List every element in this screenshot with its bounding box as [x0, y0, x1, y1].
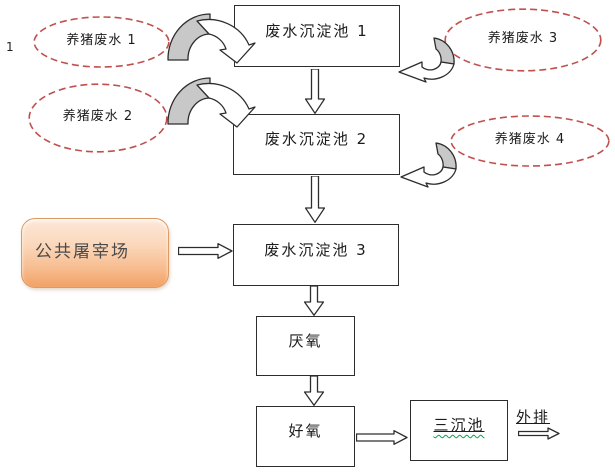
- node-label: 废水沉淀池 1: [265, 21, 369, 40]
- node-tank1: 废水沉淀池 1: [234, 5, 400, 67]
- node-label: 公共屠宰场: [35, 241, 130, 262]
- node-label: 废水沉淀池 2: [264, 130, 369, 148]
- outflow-group: 外排: [516, 406, 564, 427]
- node-label: 三沉池: [433, 416, 485, 434]
- source-node-pig-wastewater-4: 养猪废水 4: [450, 115, 610, 167]
- node-tank2: 废水沉淀池 2: [233, 114, 400, 175]
- outflow-label: 外排: [516, 408, 551, 426]
- dashed-ellipse-outline: [28, 83, 168, 153]
- flow-arrow-tank3-to-anaerobic: [304, 286, 324, 316]
- node-third-tank: 三沉池: [410, 400, 508, 461]
- node-anaerobic: 厌氧: [256, 316, 355, 376]
- dashed-ellipse-outline: [450, 115, 610, 167]
- source-node-pig-wastewater-2: 养猪废水 2: [28, 83, 168, 153]
- node-tank3: 废水沉淀池 3: [233, 224, 399, 286]
- flow-arrow-aerobic-to-third-tank: [356, 430, 408, 445]
- source-label: 养猪废水 1: [66, 32, 137, 48]
- source-node-pig-wastewater-1: 养猪废水 1: [33, 16, 170, 68]
- curved-arrow-source4-to-tank2: [400, 142, 457, 188]
- source-label: 养猪废水 3: [487, 30, 559, 46]
- source-node-pig-wastewater-3: 养猪废水 3: [444, 8, 602, 72]
- flow-arrow-discharge: [518, 427, 560, 440]
- source-label: 养猪废水 2: [62, 108, 134, 124]
- node-label: 好氧: [288, 422, 323, 440]
- node-label: 废水沉淀池 3: [264, 240, 368, 259]
- node-label: 厌氧: [288, 331, 323, 350]
- flow-arrow-slaughterhouse-to-tank3: [178, 243, 233, 259]
- source-label: 养猪废水 4: [494, 131, 566, 147]
- flow-arrow-anaerobic-to-aerobic: [304, 376, 324, 406]
- curved-arrow-source1-to-tank1: [167, 13, 256, 64]
- node-slaughterhouse: 公共屠宰场: [21, 218, 169, 288]
- page-number-label: 1: [6, 40, 14, 54]
- dashed-ellipse-outline: [33, 16, 170, 68]
- node-aerobic: 好氧: [256, 406, 355, 467]
- flow-arrow-tank1-to-tank2: [305, 69, 325, 114]
- node-label-underline: 三沉池: [433, 414, 484, 435]
- flow-arrow-tank2-to-tank3: [305, 176, 325, 223]
- curved-arrow-source2-to-tank2: [167, 77, 256, 128]
- curved-arrow-source3-to-tank1: [398, 37, 455, 83]
- dashed-ellipse-outline: [444, 8, 602, 72]
